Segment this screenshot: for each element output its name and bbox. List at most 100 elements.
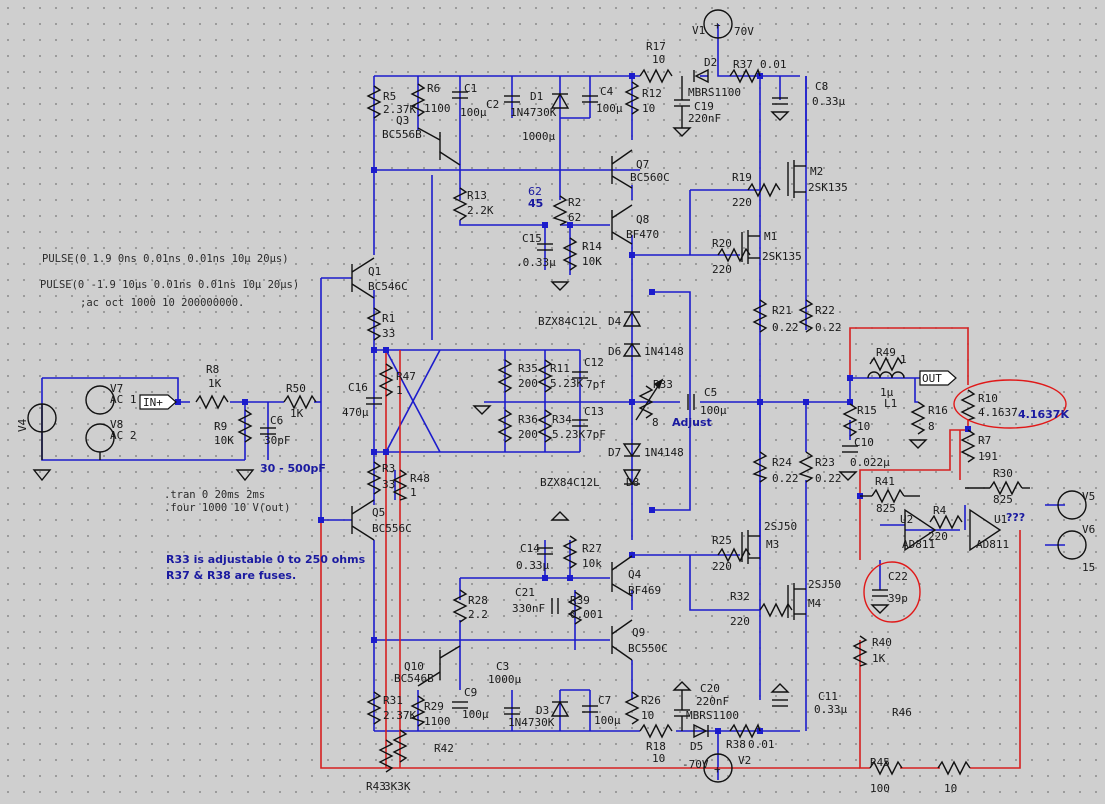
source-v7[interactable]: V7 AC 1 bbox=[85, 382, 137, 415]
source-v6[interactable]: V6 15 bbox=[1057, 523, 1095, 574]
capacitor-c3[interactable]: C3 1000µ bbox=[488, 660, 521, 715]
resistor-r3[interactable]: R3 33 bbox=[366, 461, 395, 495]
diode-d2[interactable]: D2 MBRS1100 bbox=[688, 56, 741, 99]
diode-d5[interactable]: D5 MBRS1100 bbox=[686, 709, 739, 753]
capacitor-c20[interactable]: C20 220nF bbox=[674, 682, 729, 731]
resistor-r43[interactable]: R43 3K3K bbox=[366, 739, 411, 793]
opamp-u1[interactable]: U1 AD811 ??? bbox=[969, 508, 1025, 552]
resistor-r2[interactable]: R2 62 bbox=[552, 195, 581, 226]
resistor-r45[interactable]: R45 100 bbox=[869, 756, 903, 795]
diode-d7[interactable]: D7 1N4148 bbox=[608, 443, 684, 459]
mosfet-m1[interactable]: M1 2SK135 bbox=[741, 230, 802, 264]
resistor-r42[interactable]: R42 bbox=[392, 729, 454, 763]
resistor-r19[interactable]: R19 220 bbox=[732, 171, 781, 209]
resistor-r14[interactable]: R14 10K bbox=[562, 237, 602, 271]
transistor-q8[interactable]: Q8 BF470 bbox=[611, 204, 659, 245]
source-v5[interactable]: V5 bbox=[1057, 490, 1095, 520]
net-flag-in[interactable]: IN+ bbox=[139, 394, 177, 410]
transistor-q7[interactable]: Q7 BC560C bbox=[611, 149, 670, 189]
resistor-r1[interactable]: R1 33 bbox=[366, 307, 395, 341]
capacitor-c4[interactable]: C4 100µ bbox=[582, 85, 623, 115]
resistor-r13[interactable]: R13 2.2K bbox=[452, 187, 494, 221]
resistor-r10[interactable]: R10 4.1637 bbox=[960, 389, 1018, 421]
capacitor-c14[interactable]: C14 0.33µ bbox=[516, 542, 553, 572]
resistor-r46[interactable]: R46 10 bbox=[892, 706, 971, 795]
potentiometer-r33[interactable]: R33 8 Adjust bbox=[635, 378, 712, 429]
capacitor-c1[interactable]: C1 100µ bbox=[452, 82, 487, 119]
resistor-r35[interactable]: R35 200 bbox=[497, 359, 538, 393]
resistor-r40[interactable]: R40 1K bbox=[852, 635, 892, 667]
inductor-l1[interactable]: 1µ L1 bbox=[867, 371, 905, 410]
transistor-q4[interactable]: Q4 BF469 bbox=[611, 555, 661, 597]
capacitor-c19[interactable]: C19 220nF bbox=[674, 76, 721, 128]
diode-d6[interactable]: D6 1N4148 bbox=[608, 342, 684, 358]
resistor-r36[interactable]: R36 200 bbox=[497, 409, 538, 443]
capacitor-c21[interactable]: C21 330nF bbox=[512, 586, 559, 615]
resistor-r34[interactable]: R34 5.23K bbox=[537, 409, 585, 443]
resistor-r25[interactable]: R25 220 bbox=[712, 534, 751, 573]
resistor-r9[interactable]: R9 10K bbox=[214, 409, 253, 447]
capacitor-c11[interactable]: C11 0.33µ bbox=[772, 690, 847, 716]
resistor-r27[interactable]: R27 10k bbox=[562, 535, 602, 570]
resistor-r49[interactable]: R49 1 bbox=[869, 346, 907, 372]
zener-d1[interactable]: D1 1N4730K bbox=[510, 90, 570, 119]
resistor-r11[interactable]: R11 5.23K bbox=[537, 359, 583, 393]
resistor-r22[interactable]: R22 0.22 bbox=[798, 299, 842, 334]
resistor-r4[interactable]: R4 220 bbox=[928, 504, 963, 543]
capacitor-c13[interactable]: C13 7pF bbox=[572, 405, 606, 441]
mosfet-m4[interactable]: 2SJ50 M4 bbox=[787, 578, 841, 620]
resistor-r38[interactable]: R38 0.01 bbox=[726, 723, 775, 751]
mosfet-m3[interactable]: 2SJ50 M3 bbox=[741, 520, 797, 564]
resistor-r30[interactable]: R30 825 bbox=[965, 467, 1030, 506]
resistor-r41[interactable]: R41 825 bbox=[860, 475, 920, 515]
resistor-r31[interactable]: R31 2.37K bbox=[366, 691, 416, 725]
resistor-r18[interactable]: R18 10 bbox=[639, 723, 673, 765]
resistor-r37[interactable]: R37 0.01 bbox=[729, 58, 787, 84]
resistor-r8[interactable]: R8 1K bbox=[195, 363, 229, 410]
resistor-r15[interactable]: R15 10 bbox=[842, 403, 877, 437]
resistor-r16[interactable]: R16 8 bbox=[910, 401, 948, 435]
resistor-r28[interactable]: R28 2.2 bbox=[452, 589, 488, 623]
transistor-q10[interactable]: Q10 BC546B bbox=[394, 645, 461, 687]
capacitor-c15[interactable]: C15 .0.33µ bbox=[516, 232, 556, 269]
transistor-q3[interactable]: Q3 BC556B bbox=[382, 114, 461, 166]
zener-d8[interactable]: BZX84C12L D8 bbox=[540, 469, 642, 489]
resistor-r32[interactable]: R32 220 bbox=[730, 590, 793, 628]
resistor-r26[interactable]: R26 10 bbox=[624, 691, 661, 725]
capacitor-c12[interactable]: C12 7pf bbox=[572, 356, 606, 391]
capacitor-c2[interactable]: C2 1000µ bbox=[486, 95, 555, 143]
source-v8[interactable]: V8 AC 2 bbox=[85, 418, 137, 460]
opamp-u2[interactable]: U2 AD811 bbox=[900, 508, 937, 552]
capacitor-c8[interactable]: C8 0.33µ bbox=[772, 80, 845, 108]
resistor-r5[interactable]: R5 2.37K bbox=[366, 85, 416, 119]
capacitor-c7[interactable]: C7 100µ bbox=[582, 694, 621, 727]
capacitor-c5[interactable]: C5 100µ bbox=[687, 386, 727, 417]
transistor-q9[interactable]: Q9 BC550C bbox=[611, 619, 668, 661]
resistor-r50[interactable]: R50 1K bbox=[283, 382, 317, 420]
resistor-r7[interactable]: R7 191 bbox=[960, 429, 998, 463]
source-v1[interactable]: + V1 70V bbox=[692, 9, 754, 39]
zener-d4[interactable]: BZX84C12L D4 bbox=[538, 310, 642, 328]
resistor-r24[interactable]: R24 0.22 bbox=[752, 451, 799, 485]
resistor-r12[interactable]: R12 10 bbox=[624, 81, 662, 115]
capacitor-c10[interactable]: C10 0.022µ bbox=[842, 436, 890, 469]
capacitor-c16[interactable]: C16 470µ bbox=[342, 381, 382, 419]
resistor-r6[interactable]: R6 1100 bbox=[410, 82, 451, 117]
resistor-r39[interactable]: R39 0.001 bbox=[567, 591, 603, 625]
source-v2[interactable]: + V2 -70V bbox=[682, 753, 751, 783]
transistor-q5[interactable]: Q5 BC556C bbox=[351, 499, 412, 541]
resistor-r48[interactable]: R48 1 bbox=[392, 469, 430, 501]
source-v4[interactable]: V4 bbox=[16, 403, 57, 460]
transistor-q1[interactable]: Q1 BC546C bbox=[351, 257, 408, 299]
resistor-r17[interactable]: R17 10 bbox=[639, 40, 673, 84]
capacitor-c22[interactable]: C22 39p bbox=[872, 570, 908, 605]
resistor-r21[interactable]: R21 0.22 bbox=[752, 299, 799, 334]
resistor-r47[interactable]: R47 1 bbox=[378, 363, 416, 397]
capacitor-c9[interactable]: C9 100µ bbox=[452, 686, 489, 721]
mosfet-m2[interactable]: M2 2SK135 bbox=[787, 160, 848, 198]
resistor-r20[interactable]: R20 220 bbox=[712, 237, 751, 276]
resistor-r29[interactable]: R29 1100 bbox=[410, 695, 451, 728]
resistor-r23[interactable]: R23 0.22 bbox=[798, 451, 842, 485]
net-flag-out[interactable]: OUT bbox=[919, 370, 957, 386]
zener-d3[interactable]: D3 1N4730K bbox=[508, 700, 570, 729]
